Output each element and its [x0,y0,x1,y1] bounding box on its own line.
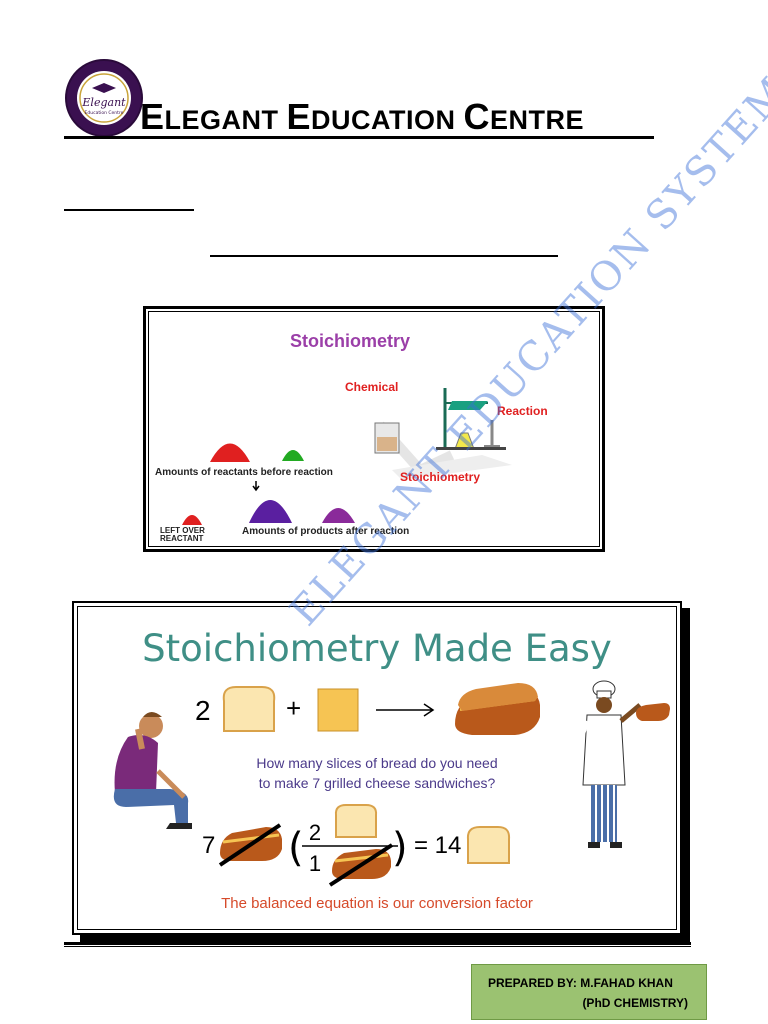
logo: Elegant Education Centre [64,58,144,138]
label-leftover-line2: REACTANT [160,534,204,543]
blank-line-short [64,209,194,211]
multiplier: 7 [202,832,215,859]
graduation-cap-icon [92,83,116,93]
cheese-slice-icon [317,688,359,732]
blank-line-mid [210,255,558,257]
title-word: CENTRE [463,96,585,137]
crossed-sandwich-icon [218,823,282,867]
label-chemical: Chemical [345,380,398,394]
header-rule [64,136,654,139]
question-line1: How many slices of bread do you need [256,755,497,771]
figure2-title: Stoichiometry Made Easy [142,627,612,670]
pile-green [282,450,304,461]
figure1-frame [143,306,605,552]
pile-violet [322,508,355,523]
question-line2: to make 7 grilled cheese sandwiches? [259,775,496,791]
arrow-right-icon [376,703,435,717]
label-leftover-line1: LEFT OVER [160,526,205,535]
label-stoichiometry: Stoichiometry [400,470,480,484]
label-products: Amounts of products after reaction [242,526,409,537]
close-paren: ) [392,825,408,871]
figure2-inner-frame [77,606,677,930]
svg-text:Education Centre: Education Centre [85,110,124,116]
footer-rule-thin [64,946,691,947]
conclusion: The balanced equation is our conversion … [221,895,533,912]
coef-bread: 2 [195,695,211,726]
bread-slice-icon [222,686,276,732]
title-word: ELEGANT [140,96,287,137]
result: = 14 [414,832,461,859]
open-paren: ( [288,825,304,871]
fraction-bottom: 1 [309,851,321,876]
figure1-inner-frame [148,311,600,547]
crossed-sandwich-icon [328,843,394,887]
figure2-stoichiometry-made-easy: Stoichiometry Made Easy 2 + [80,609,674,927]
bread-slice-icon [466,826,511,864]
figure1-stoichiometry-diagram: Stoichiometry Chemical Reaction Amounts … [152,315,596,543]
figure1-title: Stoichiometry [290,331,410,351]
arrow-down-icon [252,481,260,492]
plus-sign: + [286,693,301,723]
prepared-by-name: PREPARED BY: M.FAHAD KHAN [488,976,673,990]
prepared-by-degree: (PhD CHEMISTRY) [582,996,688,1010]
grilled-sandwich-icon [455,683,540,735]
fraction-top: 2 [309,820,321,845]
prepared-by-box: PREPARED BY: M.FAHAD KHAN (PhD CHEMISTRY… [471,964,707,1020]
pile-red [210,443,250,462]
bread-slice-icon [334,804,378,838]
pile-purple [249,500,292,523]
page-title: ELEGANT EDUCATION CENTRE [140,96,584,138]
title-word: EDUCATION [286,96,464,137]
chef-icon [573,680,670,848]
thinking-man-icon [113,712,192,829]
footer-rule [64,942,691,945]
label-reaction: Reaction [497,404,548,418]
svg-text:Elegant: Elegant [81,96,126,109]
label-reactants: Amounts of reactants before reaction [155,467,333,478]
pile-leftover [182,515,202,525]
